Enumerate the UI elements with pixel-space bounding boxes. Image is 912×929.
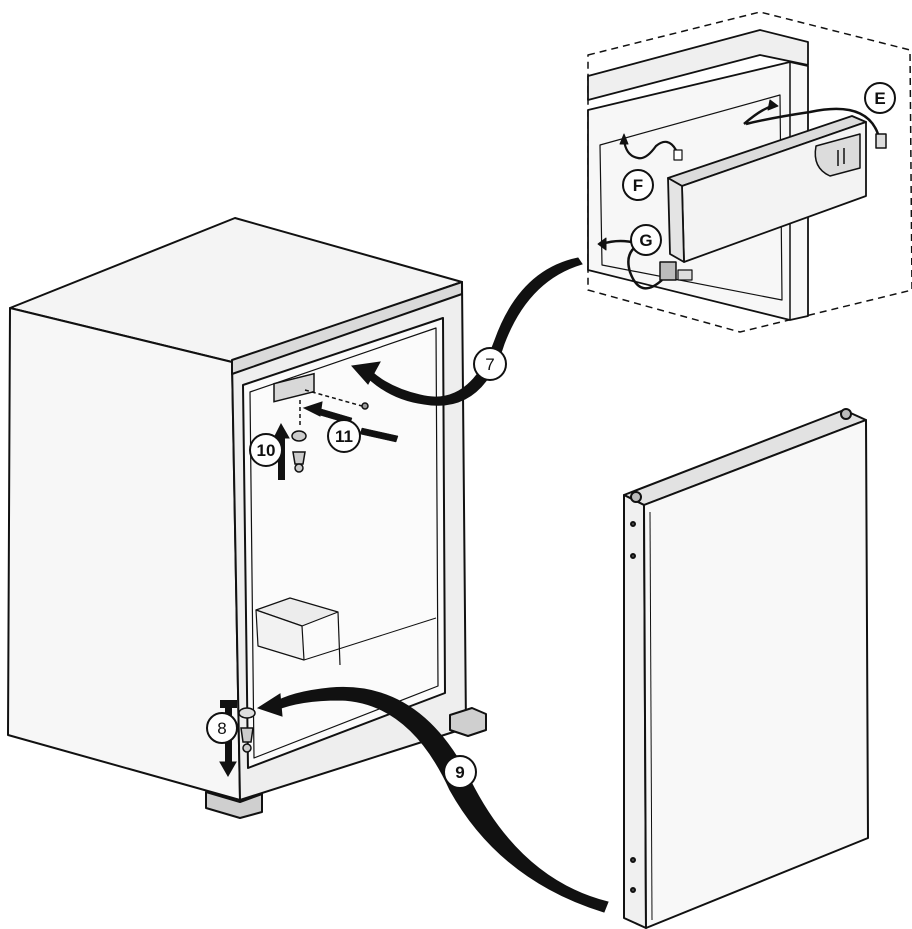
inset-wire-e [745, 107, 880, 135]
top-hinge [273, 372, 369, 473]
cabinet-inner-lip [249, 327, 439, 759]
callout-7-label: 7 [485, 355, 494, 374]
inset-wire-f [622, 139, 677, 160]
inset-connector-g2 [677, 269, 693, 281]
door-side-hole-4 [630, 887, 636, 893]
crisper-back-edge [337, 611, 341, 666]
callout-g-label: G [639, 231, 652, 250]
inset-arrow-g-head [597, 237, 607, 251]
callout-g: G [630, 224, 662, 256]
inset-wire-g [601, 239, 663, 290]
cabinet-side [7, 307, 241, 801]
hinge-pin-tip [294, 463, 304, 473]
arrow-8-head [219, 761, 237, 778]
callouts: 7 8 9 10 11 E F G [206, 82, 896, 789]
hinge-screw [361, 402, 369, 410]
callout-e: E [864, 82, 896, 114]
detail-inset [587, 11, 912, 333]
bottom-bush [238, 707, 256, 719]
foot-right [449, 707, 487, 737]
arrow-8-cap [220, 700, 237, 708]
door-side-hole-2 [630, 553, 636, 559]
callout-f: F [622, 169, 654, 201]
inner-floor-line [303, 617, 437, 661]
hinge-pin [292, 451, 306, 465]
hinge-plate [273, 372, 315, 403]
foot-left [205, 791, 263, 819]
callout-10: 10 [249, 433, 283, 467]
inset-arrow-f-head [619, 133, 629, 145]
callout-9: 9 [443, 755, 477, 789]
door-top-hole-b [840, 408, 852, 420]
callout-8: 8 [206, 712, 238, 744]
door-side-hole-1 [630, 521, 636, 527]
bottom-pin [240, 727, 254, 743]
arrow-10-head [273, 422, 290, 439]
bottom-pin-tip [242, 743, 252, 753]
arrow-11-head [302, 401, 323, 417]
callout-9-label: 9 [455, 763, 464, 782]
arrow-10-shaft [278, 436, 285, 480]
inset-cabinet-top [587, 29, 809, 101]
door-side-hole-3 [630, 857, 636, 863]
inset-connector-g [659, 261, 677, 281]
inset-liner [599, 94, 783, 301]
bottom-hinge [238, 707, 256, 753]
inset-connector-f [673, 149, 683, 161]
inset-arrow-e-head [767, 99, 779, 111]
callout-f-label: F [633, 176, 643, 195]
callout-7: 7 [473, 347, 507, 381]
callout-11: 11 [327, 419, 361, 453]
arrow-7-head [351, 361, 381, 385]
callout-11-label: 11 [335, 427, 353, 446]
callout-10-label: 10 [257, 441, 276, 460]
arrow-9-head [256, 693, 283, 717]
door-side-edge [623, 494, 647, 929]
hinge-screw-guide [304, 389, 363, 407]
hinge-bush [291, 430, 307, 442]
inset-panel-side [667, 177, 685, 263]
inset-connector-e [875, 133, 887, 149]
callout-e-label: E [874, 89, 885, 108]
arrow-11-tail [359, 427, 399, 443]
door-top-hole-a [630, 491, 642, 503]
door-front-face [643, 419, 869, 929]
door-inner-line [649, 511, 653, 921]
inset-dashed-frame [587, 11, 912, 333]
fridge-door [623, 408, 869, 929]
cabinet-top-trim [231, 281, 463, 375]
callout-8-label: 8 [217, 719, 226, 738]
fridge-cabinet [7, 217, 487, 819]
